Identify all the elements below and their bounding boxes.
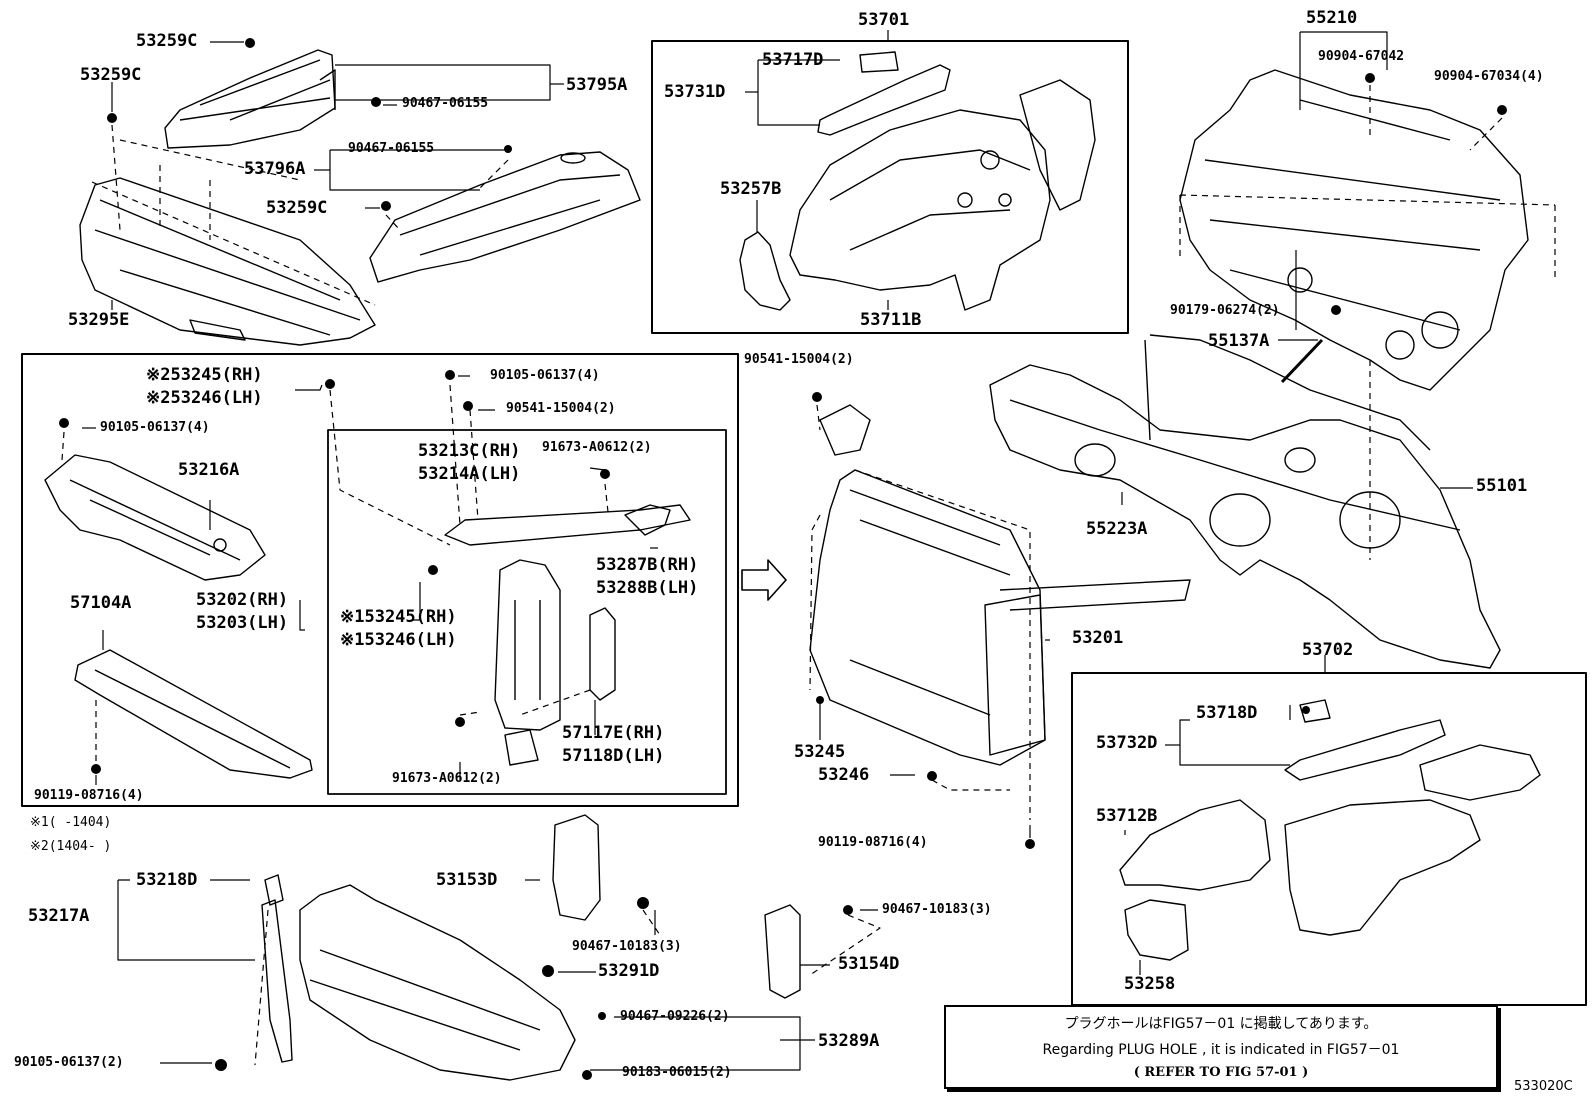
notice-line-reference: ( REFER TO FIG 57-01 ) — [1133, 1065, 1309, 1080]
group-frame-53702 — [1071, 672, 1587, 1006]
label-90467-09226: 90467-09226(2) — [620, 1009, 730, 1024]
label-55101: 55101 — [1476, 476, 1528, 496]
group-frame-53701 — [651, 40, 1129, 334]
label-90541-15004-right: 90541-15004(2) — [744, 352, 854, 367]
part-57104A — [74, 649, 313, 779]
label-53291D: 53291D — [598, 961, 660, 981]
label-53245-rh1: ※153245(RH) — [340, 607, 457, 627]
label-90119-08716-left: 90119-08716(4) — [34, 788, 144, 803]
label-90467-06155-b: 90467-06155 — [348, 141, 435, 156]
label-90467-10183-b: 90467-10183(3) — [882, 902, 992, 917]
part-53154D — [764, 904, 801, 999]
label-53701: 53701 — [858, 10, 910, 30]
part-53216A — [44, 454, 266, 581]
label-53154D: 53154D — [838, 954, 900, 974]
label-53702: 53702 — [1302, 640, 1354, 660]
fasteners — [59, 38, 1507, 1080]
label-53245-rh2: ※253245(RH) — [146, 365, 263, 385]
label-53257B: 53257B — [720, 179, 782, 199]
label-90119-08716-right: 90119-08716(4) — [818, 835, 928, 850]
part-53258 — [1124, 899, 1189, 961]
label-53259C-top: 53259C — [136, 31, 198, 51]
label-91673-A0612-top: 91673-A0612(2) — [542, 440, 652, 455]
note-1: ※1( -1404) — [30, 815, 112, 830]
label-53295E: 53295E — [68, 310, 130, 330]
label-90541-15004-mid: 90541-15004(2) — [506, 401, 616, 416]
label-53246-right: 53246 — [818, 765, 870, 785]
figure-code: 533020C — [1514, 1079, 1573, 1094]
label-90105-06137-4a: 90105-06137(4) — [100, 420, 210, 435]
group-frame-inner — [327, 429, 727, 795]
part-55101 — [989, 334, 1501, 669]
part-53201 — [809, 404, 1191, 766]
label-53795A: 53795A — [566, 75, 628, 95]
label-53203: 53203(LH) — [196, 613, 289, 633]
label-90183-06015: 90183-06015(2) — [622, 1065, 732, 1080]
part-55210 — [1179, 69, 1529, 391]
part-53712B — [1119, 799, 1481, 936]
part-53289A — [299, 884, 576, 1081]
label-53288B: 53288B(LH) — [596, 578, 699, 598]
label-55210: 55210 — [1306, 8, 1358, 28]
group-frame-radiator-support — [21, 353, 739, 807]
label-90179-06274: 90179-06274(2) — [1170, 303, 1280, 318]
part-53295E — [79, 177, 376, 346]
label-53258: 53258 — [1124, 974, 1176, 994]
label-90904-67042: 90904-67042 — [1318, 49, 1405, 64]
label-53718D: 53718D — [1196, 703, 1258, 723]
plug-hole-notice: プラグホールはFIG57－01 に掲載してあります。 Regarding PLU… — [944, 1005, 1498, 1089]
label-53218D: 53218D — [136, 870, 198, 890]
note-2: ※2(1404- ) — [30, 839, 112, 854]
part-53717D-53731D — [817, 51, 951, 136]
label-53731D: 53731D — [664, 82, 726, 102]
label-53216A: 53216A — [178, 460, 240, 480]
dashed-guides — [61, 85, 1556, 1066]
label-90467-10183-a: 90467-10183(3) — [572, 939, 682, 954]
label-53796A: 53796A — [244, 159, 306, 179]
label-57117E: 57117E(RH) — [562, 723, 665, 743]
label-53287B: 53287B(RH) — [596, 555, 699, 575]
label-90904-67034: 90904-67034(4) — [1434, 69, 1544, 84]
part-53796A — [369, 151, 641, 283]
part-53718D-53732D — [1284, 699, 1541, 801]
part-55137A — [1280, 338, 1324, 384]
label-53245-right: 53245 — [794, 742, 846, 762]
part-53711B — [789, 79, 1096, 311]
label-53246-lh1: ※153246(LH) — [340, 630, 457, 650]
label-90467-06155-a: 90467-06155 — [402, 96, 489, 111]
label-57104A: 57104A — [70, 593, 132, 613]
part-53153D — [552, 814, 601, 921]
label-53214A: 53214A(LH) — [418, 464, 521, 484]
label-53153D: 53153D — [436, 870, 498, 890]
notice-line-japanese: プラグホールはFIG57－01 に掲載してあります。 — [1064, 1016, 1378, 1032]
label-53246-lh2: ※253246(LH) — [146, 388, 263, 408]
label-90105-06137-2: 90105-06137(2) — [14, 1055, 124, 1070]
label-53259C-left: 53259C — [80, 65, 142, 85]
label-53217A: 53217A — [28, 906, 90, 926]
label-55223A: 55223A — [1086, 519, 1148, 539]
leader-lines — [82, 30, 1473, 1071]
notice-line-english: Regarding PLUG HOLE , it is indicated in… — [1042, 1042, 1400, 1058]
part-53217A — [261, 874, 293, 1063]
part-53257B — [739, 231, 791, 311]
label-57118D: 57118D(LH) — [562, 746, 665, 766]
label-53712B: 53712B — [1096, 806, 1158, 826]
label-53201: 53201 — [1072, 628, 1124, 648]
label-55137A: 55137A — [1208, 331, 1270, 351]
part-53213C-53214A — [444, 504, 691, 546]
part-53795A — [164, 49, 336, 149]
label-91673-A0612-bottom: 91673-A0612(2) — [392, 771, 502, 786]
label-53202: 53202(RH) — [196, 590, 289, 610]
label-53213C: 53213C(RH) — [418, 441, 521, 461]
label-53259C-mid: 53259C — [266, 198, 328, 218]
arrow-icon — [741, 559, 787, 601]
label-53732D: 53732D — [1096, 733, 1158, 753]
label-53289A: 53289A — [818, 1031, 880, 1051]
label-90105-06137-4b: 90105-06137(4) — [490, 368, 600, 383]
label-53717D: 53717D — [762, 50, 824, 70]
label-53711B: 53711B — [860, 310, 922, 330]
